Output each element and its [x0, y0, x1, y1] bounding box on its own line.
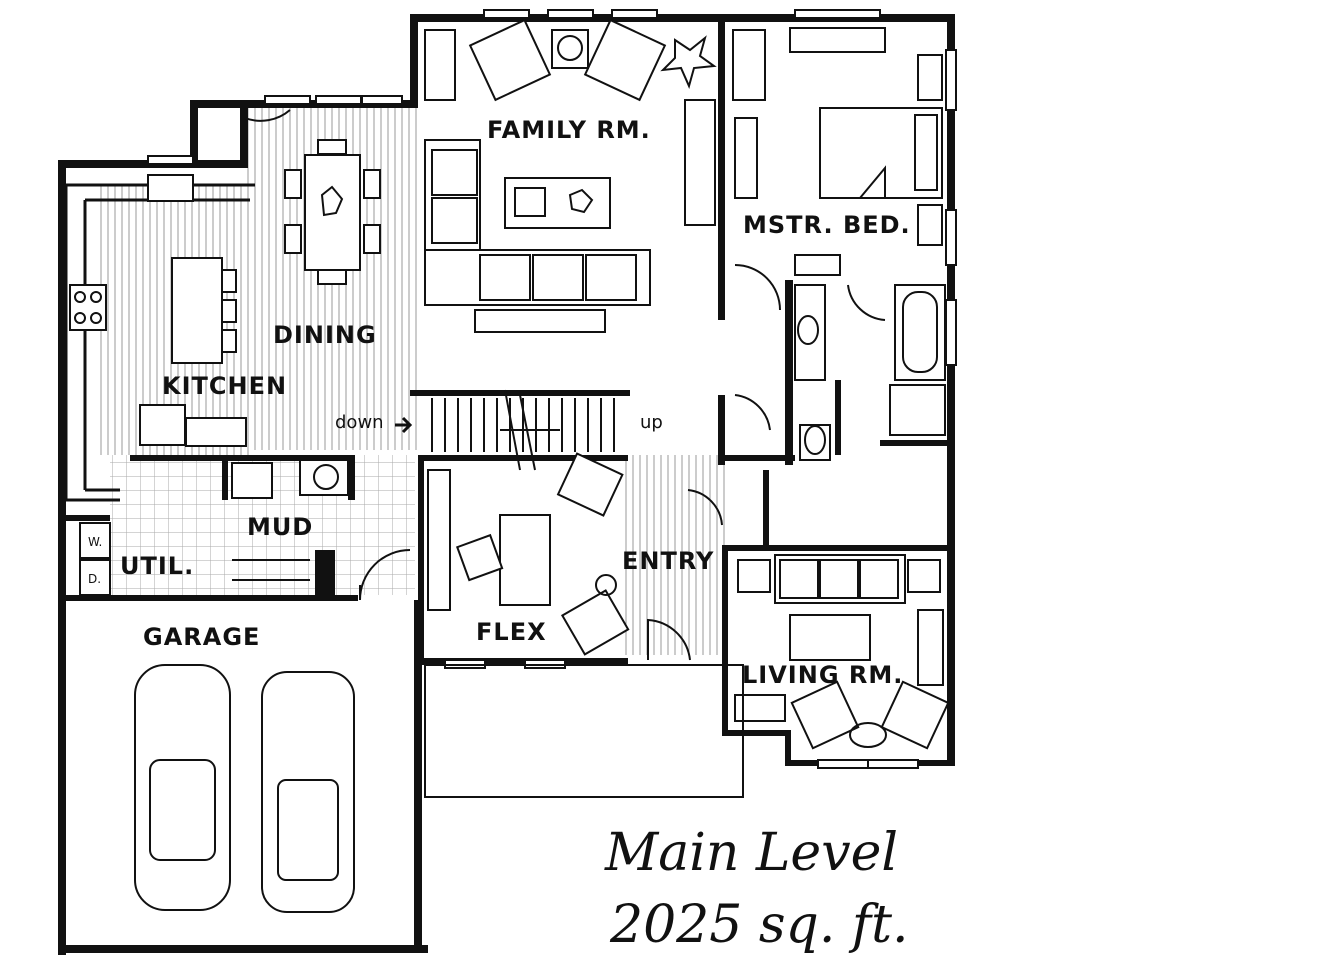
- label-dryer: D.: [88, 572, 101, 586]
- mud-fixtures: [231, 459, 411, 601]
- kitchen-furniture: [64, 174, 255, 596]
- front-porch: [424, 664, 744, 798]
- label-stairs-down: down: [335, 412, 384, 433]
- label-master: MSTR. BED.: [743, 211, 911, 239]
- caption-level: Main Level: [604, 823, 898, 883]
- entry-floor: [625, 455, 725, 655]
- flex-furniture: [427, 452, 630, 656]
- label-family: FAMILY RM.: [487, 116, 651, 144]
- car-left: [134, 664, 231, 911]
- dining-furniture: [284, 139, 381, 285]
- caption-area: 2025 sq. ft.: [609, 895, 909, 955]
- walls: [58, 14, 955, 955]
- label-garage: GARAGE: [143, 623, 260, 651]
- master-bed-furniture: [732, 27, 943, 276]
- label-stairs-up: up: [640, 412, 663, 433]
- label-flex: FLEX: [476, 618, 547, 646]
- living-furniture: [734, 554, 950, 750]
- car-right: [261, 671, 355, 913]
- label-mud: MUD: [247, 513, 313, 541]
- staircase: [395, 389, 615, 471]
- label-washer: W.: [88, 535, 102, 549]
- label-entry: ENTRY: [622, 547, 714, 575]
- family-room-furniture: [424, 18, 717, 333]
- garage-cars: [134, 664, 355, 913]
- bath-fixtures: [794, 284, 946, 461]
- label-dining: DINING: [273, 321, 377, 349]
- label-living: LIVING RM.: [742, 661, 903, 689]
- label-util: UTIL.: [120, 552, 194, 580]
- label-kitchen: KITCHEN: [162, 372, 287, 400]
- entry-doors: [244, 109, 886, 661]
